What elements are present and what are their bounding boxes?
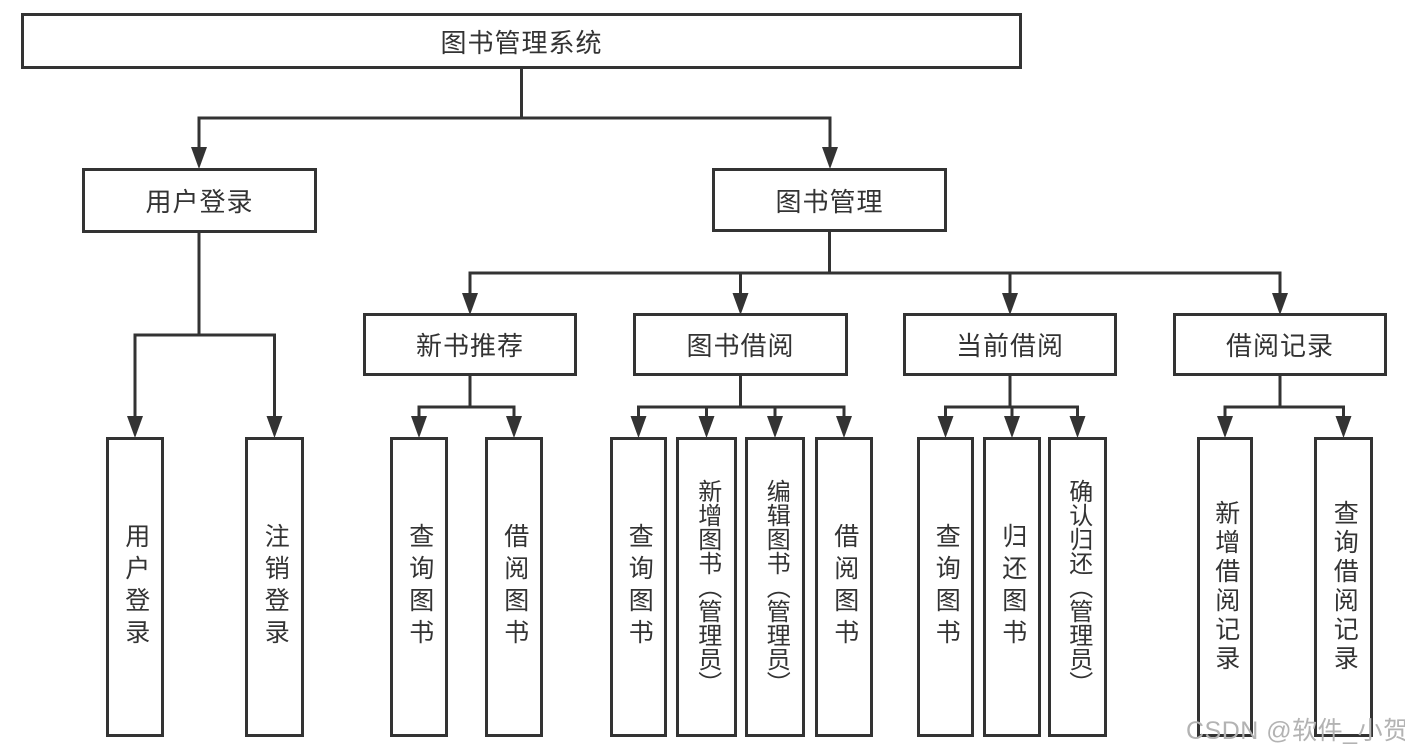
- leaf-records-add-record: 新增借阅记录: [1197, 437, 1253, 737]
- leaf-borrow-add-books-admin: 新增图书（管理员）: [676, 437, 737, 737]
- leaf-newbook-borrow-books: 借阅图书: [485, 437, 543, 737]
- leaf-current-query-books: 查询图书: [917, 437, 974, 737]
- node-current-borrow: 当前借阅: [903, 313, 1117, 376]
- leaf-newbook-query-books: 查询图书: [390, 437, 448, 737]
- node-book-management: 图书管理: [712, 168, 947, 232]
- node-new-book-recommend: 新书推荐: [363, 313, 577, 376]
- leaf-current-return-books: 归还图书: [983, 437, 1041, 737]
- node-root-system: 图书管理系统: [21, 13, 1022, 69]
- leaf-user-login: 用户登录: [106, 437, 164, 737]
- leaf-borrow-edit-books-admin: 编辑图书（管理员）: [745, 437, 805, 737]
- node-borrow-records: 借阅记录: [1173, 313, 1387, 376]
- node-book-borrow: 图书借阅: [633, 313, 848, 376]
- leaf-logout: 注销登录: [245, 437, 304, 737]
- csdn-watermark: CSDN @软件_小贺同学: [1186, 717, 1405, 745]
- leaf-borrow-borrow-books: 借阅图书: [815, 437, 873, 737]
- leaf-records-query-record: 查询借阅记录: [1314, 437, 1373, 737]
- arrowheads: [127, 147, 1352, 438]
- node-user-login: 用户登录: [82, 168, 317, 233]
- connector-path: [133, 68, 1345, 423]
- leaf-borrow-query-books: 查询图书: [610, 437, 667, 737]
- leaf-current-confirm-return-admin: 确认归还（管理员）: [1048, 437, 1107, 737]
